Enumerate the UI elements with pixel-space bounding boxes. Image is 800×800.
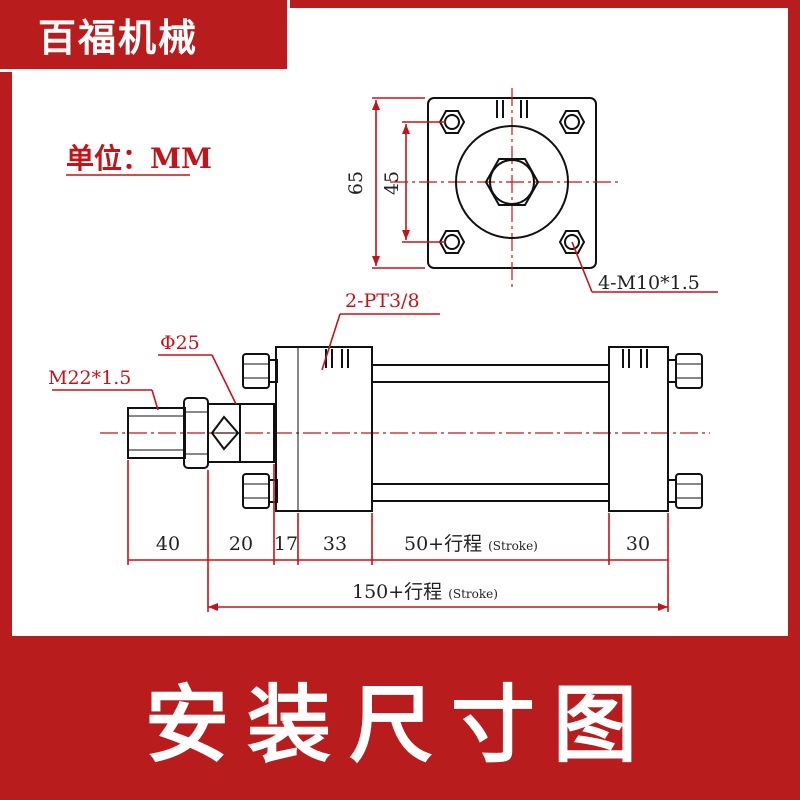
tie-nut xyxy=(242,353,270,389)
rear-cover xyxy=(608,346,669,512)
dim-65: 65 xyxy=(345,171,367,195)
drawing-area xyxy=(12,8,788,636)
tie-nut xyxy=(242,473,270,509)
brand-name: 百福机械 xyxy=(38,16,199,60)
dim-20: 20 xyxy=(229,533,253,555)
dim-45: 45 xyxy=(381,171,403,195)
front-cover xyxy=(275,346,373,512)
tie-nut xyxy=(675,473,703,509)
dim-17: 17 xyxy=(274,533,298,555)
dim-40: 40 xyxy=(156,533,180,555)
thread-label: M22*1.5 xyxy=(48,367,131,389)
gland xyxy=(239,403,275,463)
brand-tab: 百福机械 xyxy=(0,0,290,72)
dim-33: 33 xyxy=(323,533,347,555)
footer-banner: 安装尺寸图 xyxy=(0,636,800,800)
tie-nut xyxy=(675,353,703,389)
dim-30: 30 xyxy=(626,533,650,555)
bore-circle xyxy=(455,125,569,239)
front-view: 65 45 4-M10*1.5 xyxy=(345,88,718,294)
corner-bolt xyxy=(558,230,586,254)
rod-hex xyxy=(484,158,540,206)
rod-diameter-label: Φ25 xyxy=(160,332,200,354)
port-label: 2-PT3/8 xyxy=(345,290,420,312)
side-view: M22*1.5 Φ25 2-PT3/8 40 20 17 33 50+行程(St… xyxy=(48,290,710,612)
dim-total: 150+行程(Stroke) xyxy=(352,581,498,603)
dim-stroke: 50+行程(Stroke) xyxy=(404,533,538,555)
unit-label: 单位：MM xyxy=(66,142,212,175)
bolt-label: 4-M10*1.5 xyxy=(598,272,700,294)
footer-title: 安装尺寸图 xyxy=(144,675,655,774)
corner-bolt xyxy=(558,110,586,134)
